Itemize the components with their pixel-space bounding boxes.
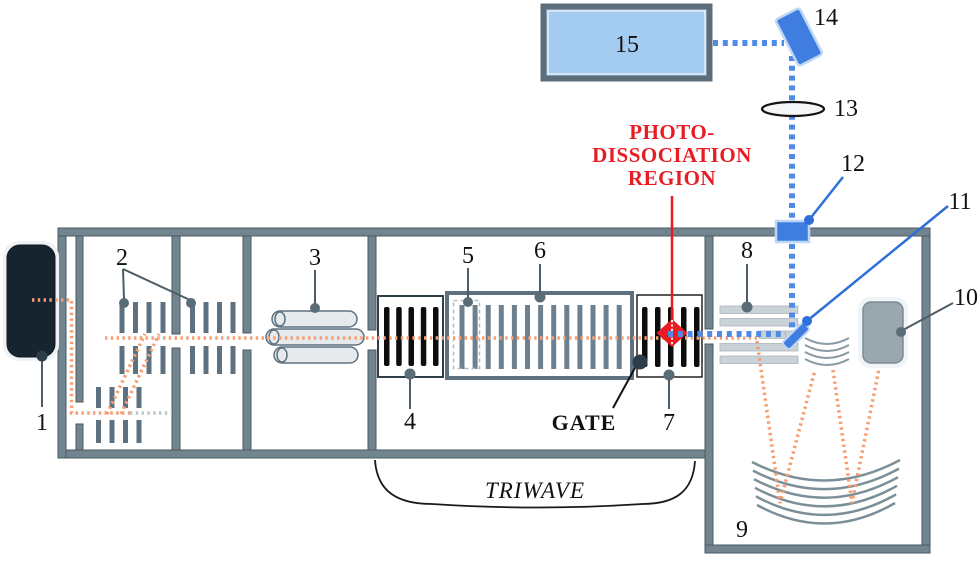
- ion-path-source-segment: [32, 298, 130, 415]
- ion-path-tof-leg-1: [755, 340, 817, 504]
- label-6: 6: [534, 238, 546, 264]
- blue-pointer-lines: [802, 176, 949, 326]
- label-14: 14: [814, 5, 838, 31]
- label-10: 10: [954, 285, 978, 311]
- ion-beam-path: [32, 298, 881, 504]
- component-15-laser: [540, 3, 713, 82]
- tof-bottom-wall: [704, 544, 931, 554]
- component-5-dashed-region: [452, 299, 481, 370]
- component-4-trap-cell: [377, 295, 444, 378]
- component-6-ims-cell: [445, 291, 634, 380]
- gate-electrode-dot: [632, 354, 648, 370]
- vacuum-chamber-walls: [57, 227, 931, 554]
- component-9-reflectron-grids: [751, 458, 901, 525]
- label-5: 5: [462, 243, 474, 269]
- bottom-wall-main: [65, 449, 713, 459]
- photodissociation-label-line2: DISSOCIATION: [592, 143, 752, 167]
- gate-label: GATE: [552, 410, 617, 435]
- divider-b-upper: [171, 235, 181, 335]
- divider-c-upper: [242, 235, 252, 334]
- divider-c-lower: [242, 349, 252, 451]
- label-3: 3: [309, 245, 321, 271]
- component-10-detector: [858, 297, 908, 368]
- label-9: 9: [736, 517, 748, 543]
- lens-stack-upper-left: [119, 302, 166, 374]
- component-1-source: [3, 241, 59, 361]
- divider-d-lower: [367, 349, 377, 451]
- label-7: 7: [663, 410, 675, 436]
- top-wall: [57, 227, 931, 237]
- label-13: 13: [834, 96, 858, 122]
- divider-d-upper: [367, 235, 377, 331]
- triwave-label: TRIWAVE: [485, 478, 585, 503]
- pointer-lines: [41, 264, 954, 409]
- tof-right-wall: [921, 235, 931, 546]
- triwave-brace: [374, 459, 696, 509]
- label-11: 11: [948, 189, 971, 215]
- inner-wall-a-lower: [75, 423, 84, 451]
- photodissociation-label-line3: REGION: [628, 166, 716, 190]
- label-2: 2: [116, 245, 128, 271]
- label-15: 15: [615, 32, 639, 58]
- ion-path-tof-leg-2: [831, 368, 881, 504]
- label-4: 4: [404, 409, 416, 435]
- component-12-window-block: [774, 219, 811, 244]
- tof-left-wall-upper: [704, 235, 714, 330]
- lens-stack-upper-right: [190, 302, 236, 374]
- label-1: 1: [36, 410, 48, 436]
- component-13-lens: [760, 100, 826, 118]
- label-12: 12: [841, 151, 865, 177]
- component-14-steering-mirror: [774, 7, 824, 67]
- small-grid-arcs: [804, 337, 850, 366]
- divider-b-lower: [171, 347, 181, 451]
- left-wall: [57, 235, 67, 459]
- laser-beam-path: [668, 40, 795, 337]
- photodissociation-label-line1: PHOTO-: [629, 120, 714, 144]
- label-8: 8: [741, 238, 753, 264]
- tof-left-wall-lower: [704, 343, 714, 546]
- pointer-dots: [36, 291, 906, 381]
- inner-wall-a-upper: [75, 235, 84, 403]
- lens-stack-lower: [96, 387, 142, 443]
